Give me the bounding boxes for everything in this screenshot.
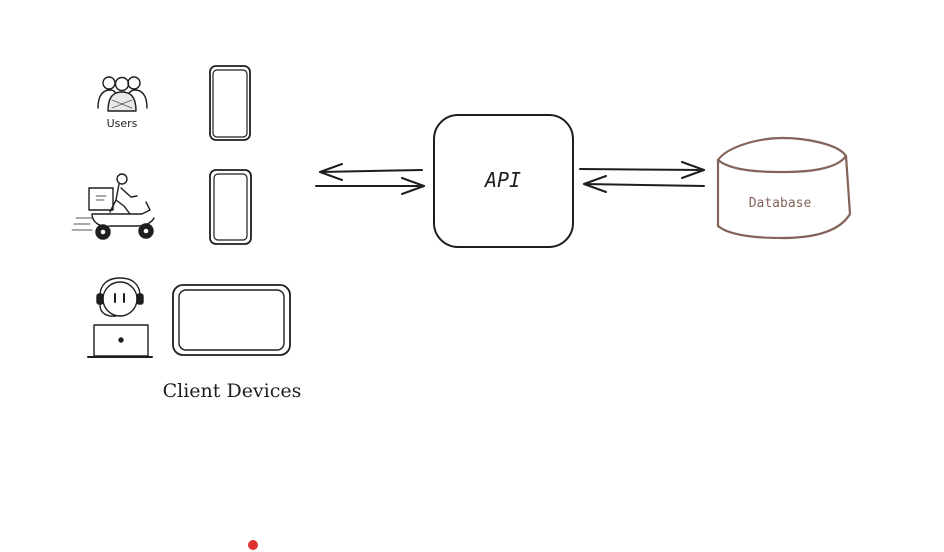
support-agent-icon [87, 277, 153, 358]
api-box[interactable] [433, 114, 574, 248]
client-devices-label: Client Devices [163, 380, 302, 402]
database-cylinder[interactable] [716, 136, 852, 240]
tablet-icon [172, 284, 291, 356]
phone-icon [209, 169, 252, 245]
users-label: Users [107, 117, 138, 130]
delivery-scooter-icon [71, 173, 155, 240]
database-label: Database [749, 196, 812, 211]
phone-icon [209, 65, 251, 141]
clients-api-arrows [315, 163, 425, 195]
users-icon [97, 76, 148, 112]
api-database-arrows [579, 161, 705, 193]
api-label: API [483, 168, 521, 192]
cursor-dot-icon [248, 540, 258, 550]
